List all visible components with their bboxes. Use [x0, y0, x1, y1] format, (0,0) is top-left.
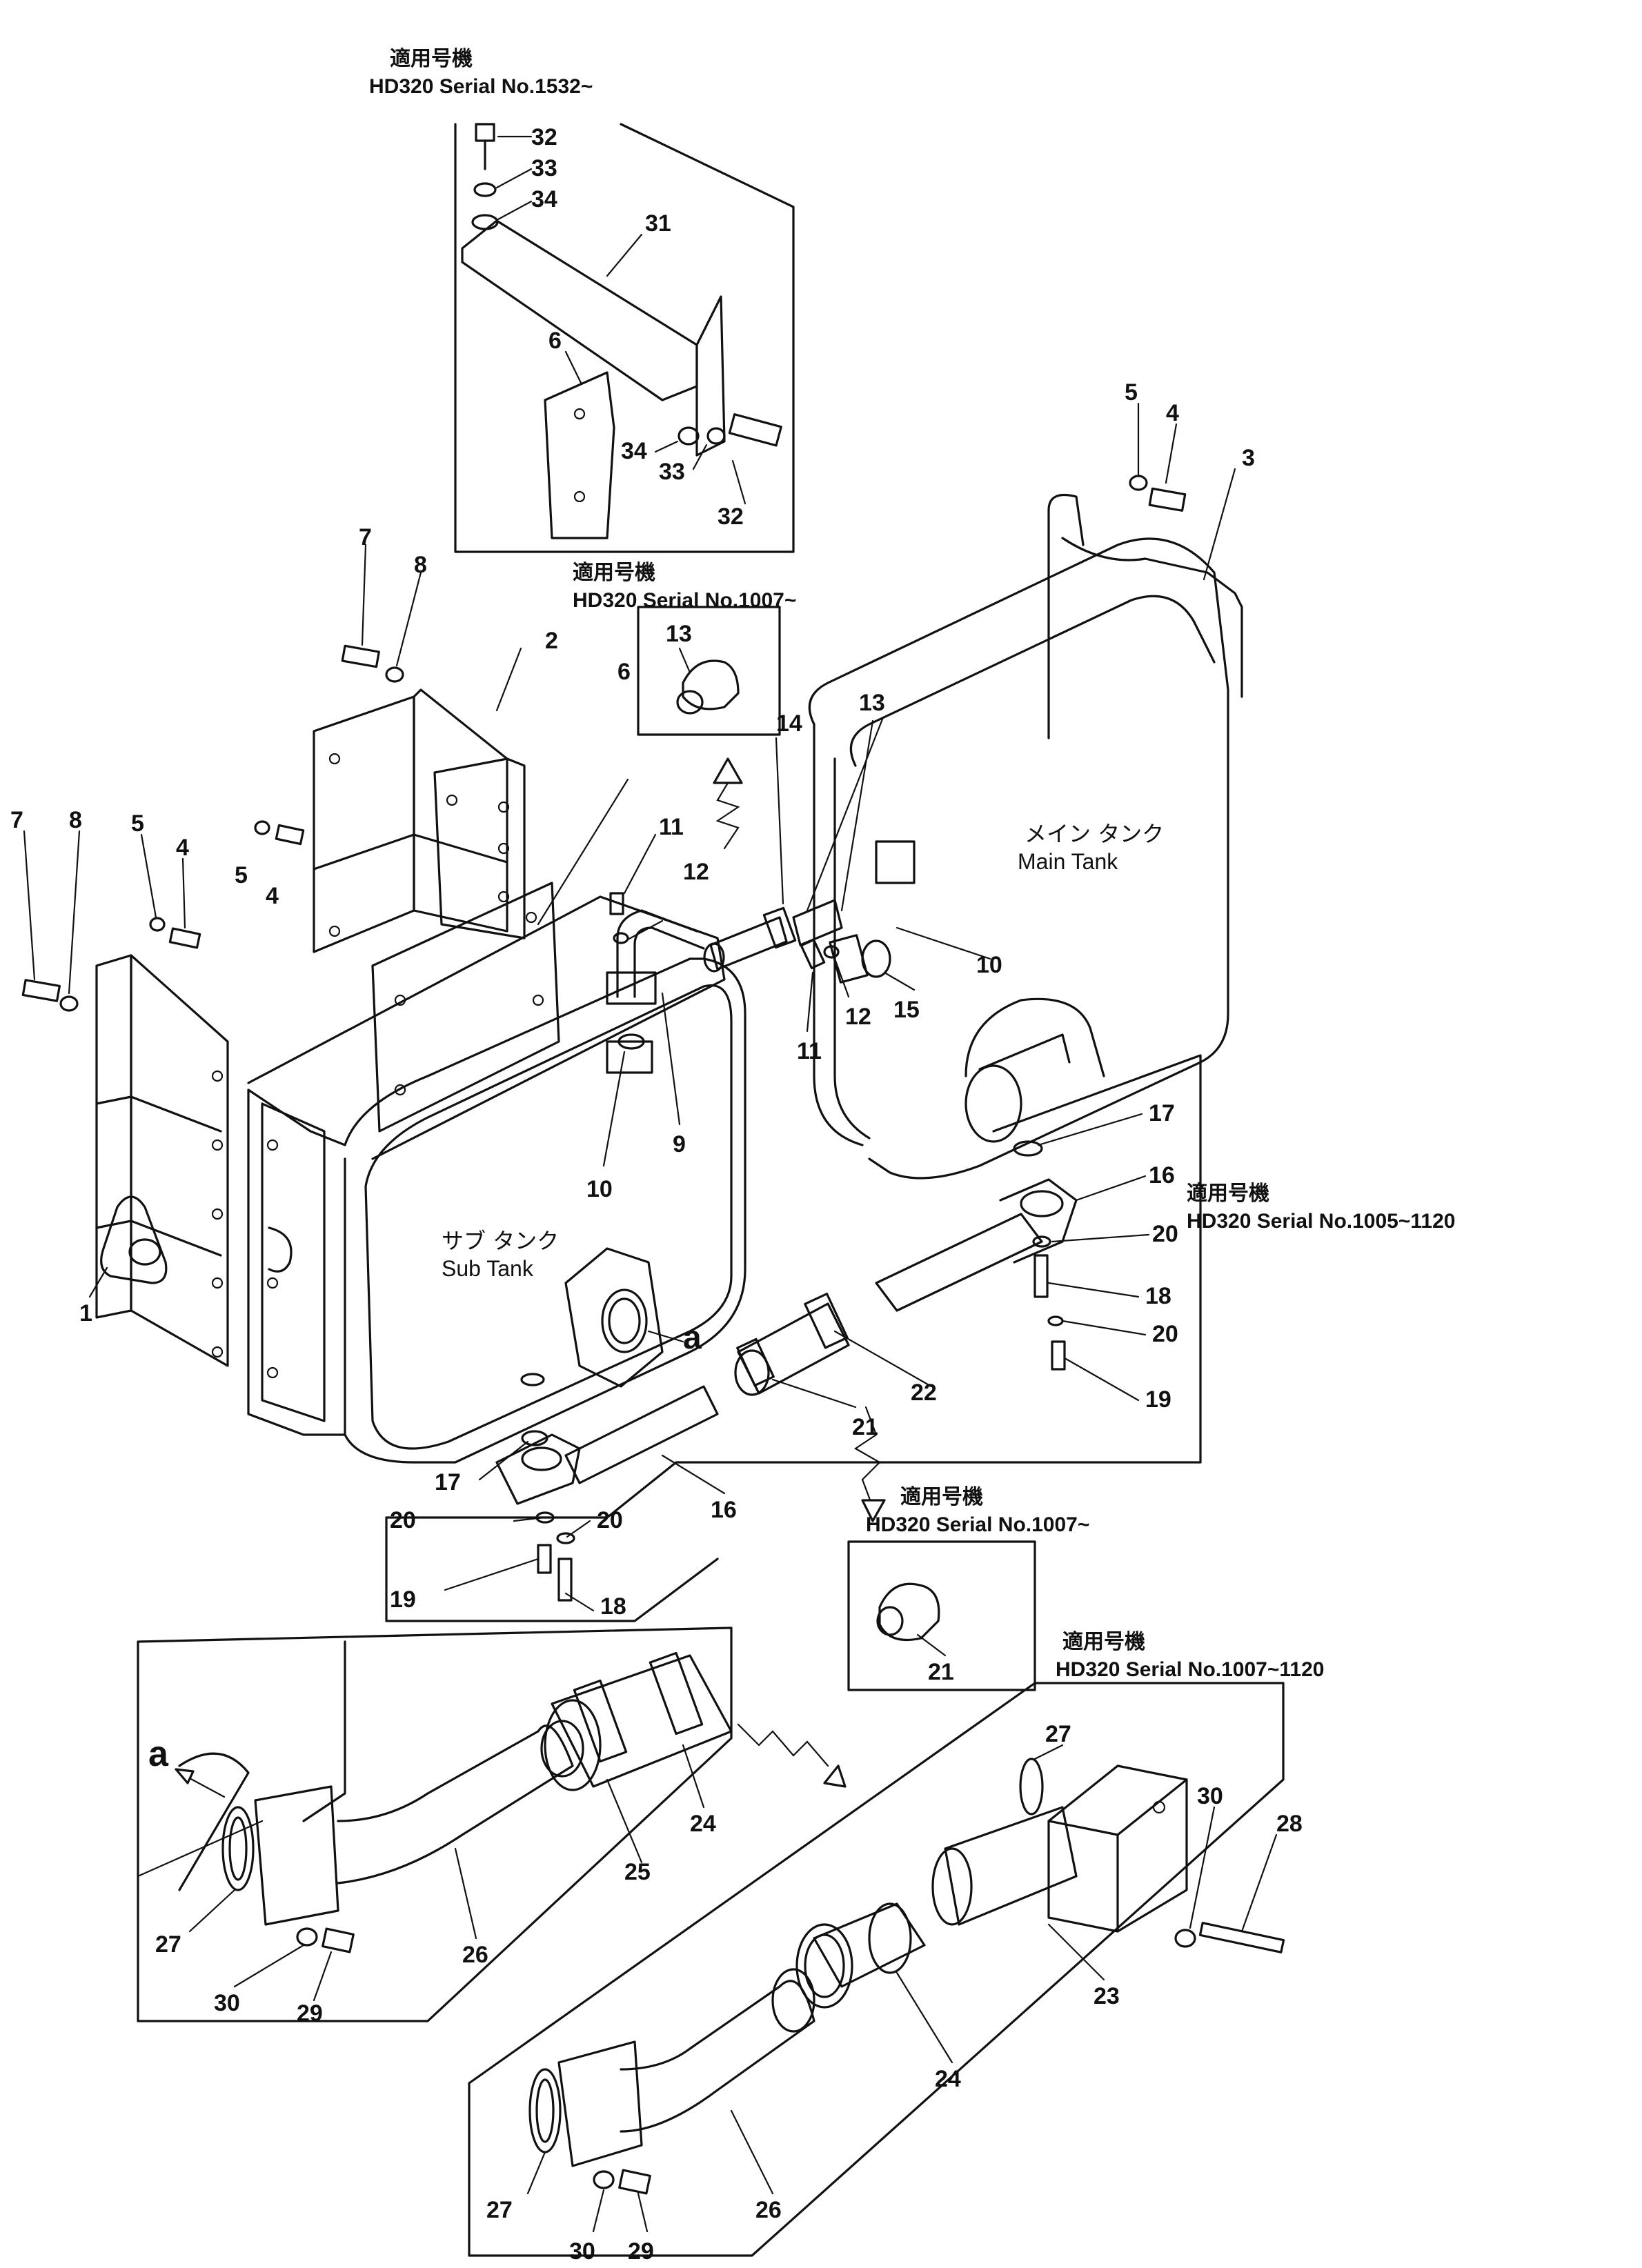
part-7-left: 7 — [10, 807, 23, 833]
part-8-left: 8 — [69, 807, 82, 833]
view-a-assembly — [137, 1627, 847, 2022]
part-3: 3 — [1242, 445, 1255, 471]
part-26-left: 26 — [462, 1942, 488, 1968]
part-15: 15 — [893, 997, 920, 1023]
part-32-top: 32 — [531, 124, 557, 150]
part-22: 22 — [911, 1380, 937, 1406]
main-tank — [703, 402, 1243, 1180]
part-19-left: 19 — [390, 1586, 416, 1613]
part-13-inset: 13 — [666, 621, 692, 647]
part-34-top: 34 — [531, 186, 557, 212]
part-5-top: 5 — [1125, 379, 1138, 406]
header-serial-1007-top: HD320 Serial No.1007~ — [573, 589, 796, 612]
part-30-right: 30 — [1197, 1783, 1223, 1809]
part-31: 31 — [645, 210, 671, 237]
part-24-right: 24 — [935, 2066, 961, 2092]
part-26-right: 26 — [755, 2197, 782, 2223]
part-4-left: 4 — [176, 835, 189, 861]
part-21-inset: 21 — [928, 1659, 954, 1685]
inset-serial-1532 — [454, 123, 795, 553]
part-34-side: 34 — [621, 438, 647, 464]
part-32-side: 32 — [718, 504, 744, 530]
inset-serial-1007-mid — [847, 1406, 1036, 1691]
main-tank-label-en: Main Tank — [1018, 849, 1118, 874]
header-jp-5: 適用号機 — [1062, 1630, 1145, 1654]
part-23: 23 — [1094, 1983, 1120, 2009]
part-12-main: 12 — [845, 1004, 871, 1030]
header-serial-1007-1120: HD320 Serial No.1007~1120 — [1056, 1658, 1324, 1681]
sub-tank — [247, 778, 746, 1464]
part-20-right-a: 20 — [1152, 1221, 1178, 1247]
part-9: 9 — [673, 1131, 686, 1157]
part-14: 14 — [776, 710, 802, 737]
part-19-right: 19 — [1145, 1386, 1171, 1413]
part-20-left-b: 20 — [597, 1507, 623, 1533]
part-20-right-b: 20 — [1152, 1321, 1178, 1347]
part-6: 6 — [617, 659, 631, 685]
part-5-mid: 5 — [235, 862, 248, 888]
part-25: 25 — [624, 1859, 651, 1885]
part-4-mid: 4 — [266, 883, 279, 909]
part-6-inset: 6 — [548, 328, 562, 354]
part-17-right: 17 — [1149, 1100, 1175, 1126]
part-33-top: 33 — [531, 155, 557, 181]
part-27-left: 27 — [155, 1931, 181, 1958]
part-33-side: 33 — [659, 459, 685, 485]
part-27-bottom: 27 — [486, 2197, 513, 2223]
part-29-bottom: 29 — [628, 2238, 654, 2265]
part-10-sub: 10 — [586, 1176, 613, 1202]
main-tank-label-jp: メイン タンク — [1025, 821, 1164, 847]
part-16-left: 16 — [711, 1497, 737, 1523]
header-jp-2: 適用号機 — [573, 561, 655, 585]
part-8-top: 8 — [414, 552, 427, 578]
part-4-top: 4 — [1166, 400, 1179, 426]
part-30-left: 30 — [214, 1990, 240, 2016]
part-18-left: 18 — [600, 1593, 626, 1620]
part-11-sub: 11 — [659, 814, 684, 840]
view-a-label: a — [148, 1734, 169, 1774]
part-30-bottom: 30 — [569, 2238, 595, 2265]
part-20-left-a: 20 — [390, 1507, 416, 1533]
part-18-right: 18 — [1145, 1283, 1171, 1309]
part-11-main: 11 — [797, 1038, 822, 1064]
part-7-top: 7 — [359, 524, 372, 550]
part-12-sub: 12 — [683, 859, 709, 885]
part-1: 1 — [79, 1300, 92, 1326]
view-a-marker: a — [683, 1320, 702, 1356]
part-5-left: 5 — [131, 810, 144, 837]
part-10-main: 10 — [976, 952, 1002, 978]
part-24-left: 24 — [690, 1811, 716, 1837]
inset-serial-1005-1120 — [385, 1054, 1202, 1622]
inset-serial-1007-1120 — [468, 1682, 1285, 2257]
part-2: 2 — [545, 628, 558, 654]
part-13: 13 — [859, 690, 885, 716]
header-serial-1532: HD320 Serial No.1532~ — [369, 75, 593, 98]
inset-serial-1007-top — [637, 606, 781, 850]
part-17-left: 17 — [435, 1469, 461, 1495]
part-27-right: 27 — [1045, 1721, 1071, 1747]
part-28: 28 — [1276, 1811, 1303, 1837]
header-serial-1007-mid: HD320 Serial No.1007~ — [866, 1513, 1089, 1536]
header-jp-3: 適用号機 — [1187, 1182, 1269, 1206]
sub-tank-label-jp: サブ タンク — [442, 1228, 559, 1254]
part-29-left: 29 — [297, 2000, 323, 2027]
part-16-right: 16 — [1149, 1162, 1175, 1188]
part-21: 21 — [852, 1414, 878, 1440]
header-serial-1005-1120: HD320 Serial No.1005~1120 — [1187, 1210, 1455, 1233]
header-jp-4: 適用号機 — [900, 1485, 983, 1509]
sub-tank-label-en: Sub Tank — [442, 1256, 534, 1281]
header-jp-1: 適用号機 — [390, 47, 473, 71]
left-brackets — [21, 544, 526, 1367]
